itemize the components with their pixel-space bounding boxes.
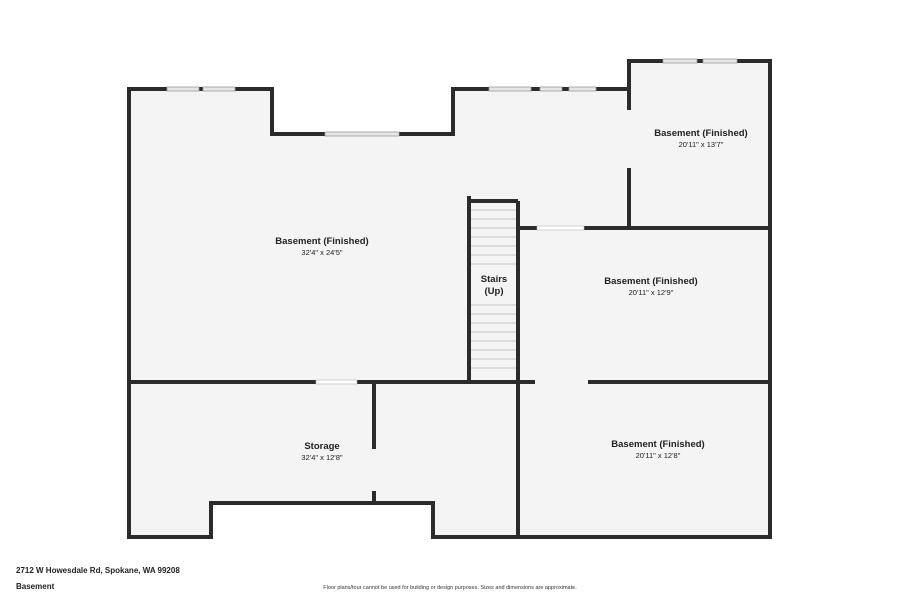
- window: [702, 58, 738, 64]
- window: [539, 86, 563, 92]
- room-dimensions: 20'11" x 13'7": [679, 140, 724, 149]
- room-label: Basement (Finished): [611, 439, 704, 450]
- stair-treads: [471, 209, 516, 369]
- room-dimensions: 20'11" x 12'9": [629, 288, 674, 297]
- room-storage: Storage 32'4" x 12'8": [301, 441, 342, 462]
- floor-name: Basement: [16, 582, 55, 591]
- room-label: Storage: [304, 441, 339, 452]
- room-mid: Basement (Finished) 20'11" x 12'9": [604, 276, 697, 297]
- window: [324, 131, 400, 137]
- room-ne: Basement (Finished) 20'11" x 13'7": [654, 128, 747, 149]
- opening: [536, 225, 585, 231]
- room-dimensions: 32'4" x 12'8": [301, 453, 342, 462]
- room-label: Basement (Finished): [604, 276, 697, 287]
- room-label: Basement (Finished): [275, 236, 368, 247]
- room-se: Basement (Finished) 20'11" x 12'8": [611, 439, 704, 460]
- window: [202, 86, 236, 92]
- room-main: Basement (Finished) 32'4" x 24'5": [275, 236, 368, 257]
- window: [488, 86, 532, 92]
- room-dimensions: 20'11" x 12'8": [636, 451, 681, 460]
- openings: [315, 225, 585, 385]
- opening: [315, 379, 358, 385]
- disclaimer: Floor plans/tour cannot be used for buil…: [323, 585, 577, 591]
- room-dimensions: 32'4" x 24'5": [301, 248, 342, 257]
- room-label: Stairs: [481, 274, 507, 285]
- interior-walls: [129, 61, 770, 537]
- room-label-secondary: (Up): [485, 286, 504, 297]
- floor-area: [129, 61, 770, 537]
- window: [166, 86, 200, 92]
- property-address: 2712 W Howesdale Rd, Spokane, WA 99208: [16, 566, 180, 575]
- room-label: Basement (Finished): [654, 128, 747, 139]
- window: [662, 58, 698, 64]
- room-stairs: Stairs (Up): [481, 274, 507, 297]
- window: [568, 86, 597, 92]
- windows: [166, 58, 738, 137]
